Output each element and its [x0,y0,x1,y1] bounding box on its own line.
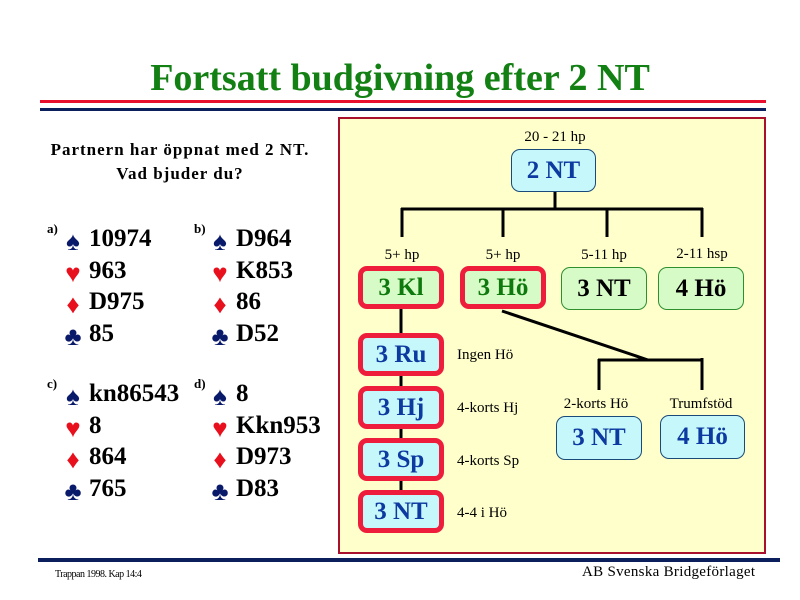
cards-clubs: 85 [89,319,114,347]
rebid-meaning: 4-korts Hj [457,400,519,416]
rebid-3nt-box: 3 NT [358,490,444,533]
hearts-icon: ♥ [212,413,228,443]
response-label: 2-11 hsp [676,246,728,262]
major-rebid-4ho-box: 4 Hö [660,415,745,459]
clubs-icon: ♣ [211,476,229,506]
hand-label: d) [194,376,206,391]
hearts-icon: ♥ [65,258,81,288]
cards-hearts: Kkn953 [236,411,321,439]
hand-row-diamonds: ♦ 86 [194,288,344,322]
hand-row-spades: ♠ 10974 [47,225,197,259]
cards-spades: 10974 [89,225,152,252]
hand-label: c) [47,376,58,391]
rebid-meaning: Ingen Hö [457,347,514,363]
cards-spades: D964 [236,225,292,252]
hand-row-spades: ♠ kn86543 [47,380,197,414]
divider-red [40,100,766,103]
slide-title: Fortsatt budgivning efter 2 NT [150,57,650,99]
cards-diamonds: D975 [89,288,145,315]
major-rebid-label: 2-korts Hö [563,396,629,412]
question: Partnern har öppnat med 2 NT. Vad bjuder… [30,138,330,186]
response-label: 5-11 hp [581,247,627,263]
hand-row-spades: ♠ D964 [194,225,344,259]
response-label: 5+ hp [384,247,420,263]
question-line-1: Partnern har öppnat med 2 NT. [50,140,310,159]
hand-label: b) [194,221,206,236]
rebid-3ru-box: 3 Ru [358,333,444,376]
cards-diamonds: 86 [236,288,261,315]
response-4ho-box: 4 Hö [658,267,744,310]
divider-navy [40,108,766,111]
cards-spades: kn86543 [89,380,180,407]
cards-clubs: D83 [236,474,280,502]
cards-spades: 8 [236,380,249,407]
hand-row-clubs: ♣D52 [194,319,344,354]
cards-diamonds: 864 [89,443,127,470]
cards-hearts: K853 [236,256,293,284]
clubs-icon: ♣ [64,476,82,506]
hand-c: c)♠kn86543♥8♦864♣765 [47,376,197,509]
footer-divider [38,558,780,562]
question-line-2: Vad bjuder du? [116,164,244,183]
hand-row-clubs: ♣D83 [194,474,344,509]
clubs-icon: ♣ [64,321,82,351]
diamonds-icon: ♦ [66,445,80,474]
diamonds-icon: ♦ [213,445,227,474]
cards-hearts: 8 [89,411,102,439]
clubs-icon: ♣ [211,321,229,351]
cards-clubs: 765 [89,474,127,502]
diamonds-icon: ♦ [213,290,227,319]
hand-row-diamonds: ♦ D973 [194,443,344,477]
hand-row-diamonds: ♦ 864 [47,443,197,477]
rebid-meaning: 4-4 i Hö [457,505,507,521]
hand-row-diamonds: ♦ D975 [47,288,197,322]
hand-label: a) [47,221,58,236]
cards-diamonds: D973 [236,443,292,470]
spades-icon: ♠ [66,382,80,411]
spades-icon: ♠ [66,227,80,256]
hand-row-hearts: ♥ Kkn953 [194,411,344,446]
response-label: 5+ hp [485,247,521,263]
hand-row-clubs: ♣85 [47,319,197,354]
spades-icon: ♠ [213,227,227,256]
hand-b: b) ♠ D964 ♥ K853 ♦ 86 ♣D52 [194,221,344,354]
root-label: 20 - 21 hp [524,129,586,145]
footer-publisher: AB Svenska Bridgeförlaget [582,564,756,580]
major-rebid-label: Trumfstöd [669,396,733,412]
connector [501,309,649,362]
hand-row-clubs: ♣765 [47,474,197,509]
root-bid-box: 2 NT [511,149,596,192]
response-3ho-box: 3 Hö [460,266,546,309]
rebid-3sp-box: 3 Sp [358,438,444,481]
hand-d: d)♠8♥Kkn953♦D973♣D83 [194,376,344,509]
cards-hearts: 963 [89,256,127,284]
rebid-meaning: 4-korts Sp [457,453,520,469]
diamonds-icon: ♦ [66,290,80,319]
rebid-3hj-box: 3 Hj [358,386,444,429]
major-rebid-3nt-box: 3 NT [556,416,642,460]
hand-row-hearts: ♥ K853 [194,256,344,291]
hearts-icon: ♥ [212,258,228,288]
hand-a: a) ♠ 10974 ♥ 963 ♦ D975 ♣85 [47,221,197,354]
hand-row-hearts: ♥8 [47,411,197,446]
response-3kl-box: 3 Kl [358,266,444,309]
response-3nt-box: 3 NT [561,267,647,310]
hand-row-spades: ♠8 [194,380,344,414]
hearts-icon: ♥ [65,413,81,443]
cards-clubs: D52 [236,319,280,347]
hand-row-hearts: ♥ 963 [47,256,197,291]
footer-source: Trappan 1998. Kap 14:4 [55,569,142,580]
spades-icon: ♠ [213,382,227,411]
